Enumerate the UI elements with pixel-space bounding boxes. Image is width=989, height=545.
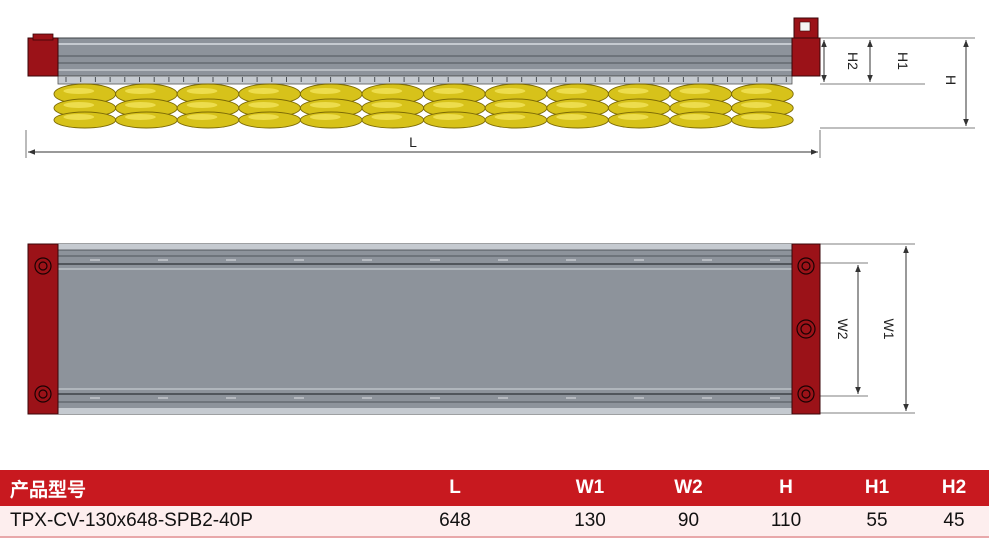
suction-cup xyxy=(53,83,117,129)
spec-table: 产品型号 L W1 W2 H H1 H2 TPX-CV-130x648-SPB2… xyxy=(0,470,989,538)
header-l: L xyxy=(370,470,540,506)
header-model: 产品型号 xyxy=(0,470,370,506)
header-h1: H1 xyxy=(835,470,919,506)
dim-label-l: L xyxy=(409,134,417,150)
header-h2: H2 xyxy=(919,470,989,506)
side-view: L H2 H1 H xyxy=(25,17,975,158)
suction-cup xyxy=(731,83,794,129)
cell-h1: 55 xyxy=(835,506,919,538)
header-w2: W2 xyxy=(640,470,737,506)
end-cap-left xyxy=(32,33,54,41)
product-drawing: L H2 H1 H xyxy=(25,17,975,415)
cell-w1: 130 xyxy=(540,506,640,538)
suction-cup xyxy=(176,83,240,129)
suction-cup xyxy=(361,83,425,129)
fitting-window xyxy=(799,21,811,32)
table-row: TPX-CV-130x648-SPB2-40P 648 130 90 110 5… xyxy=(0,506,989,538)
suction-cup xyxy=(669,83,733,129)
port-ticks xyxy=(65,77,787,82)
spec-header-row: 产品型号 L W1 W2 H H1 H2 xyxy=(0,470,989,506)
dim-label-h2: H2 xyxy=(845,52,861,70)
suction-cup-row xyxy=(53,83,794,129)
port-strip xyxy=(57,75,793,85)
dim-label-h: H xyxy=(943,75,959,85)
channel-marks xyxy=(90,259,780,399)
top-view: W2 W1 xyxy=(27,243,915,415)
cell-model: TPX-CV-130x648-SPB2-40P xyxy=(0,506,370,538)
suction-cup xyxy=(115,83,178,129)
dim-label-w1: W1 xyxy=(881,319,897,340)
header-w1: W1 xyxy=(540,470,640,506)
suction-cup xyxy=(607,83,671,129)
cell-w2: 90 xyxy=(640,506,737,538)
bolt-holes xyxy=(34,257,816,403)
suction-cup xyxy=(299,83,363,129)
suction-cup xyxy=(546,83,609,129)
suction-cup xyxy=(484,83,548,129)
suction-cup xyxy=(238,83,301,129)
dim-label-w2: W2 xyxy=(835,319,851,340)
end-plate-left xyxy=(27,37,59,77)
end-plate-right xyxy=(791,37,821,77)
cell-h2: 45 xyxy=(919,506,989,538)
top-housing xyxy=(57,243,793,415)
suction-cup xyxy=(423,83,486,129)
cell-l: 648 xyxy=(370,506,540,538)
dim-label-h1: H1 xyxy=(895,52,911,70)
header-h: H xyxy=(737,470,835,506)
cell-h: 110 xyxy=(737,506,835,538)
